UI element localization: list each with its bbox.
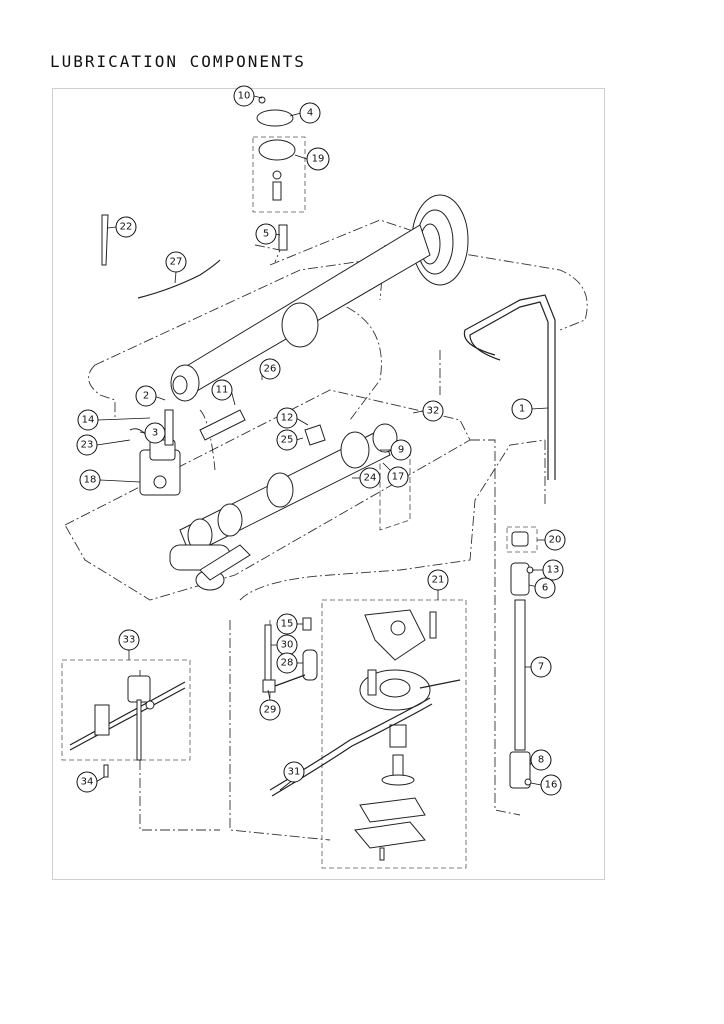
svg-text:1: 1 [519, 404, 525, 415]
upper-shaft-assembly [170, 194, 469, 402]
svg-text:9: 9 [398, 445, 404, 456]
bracket-group [61, 659, 191, 778]
callout-8: 8 [530, 749, 552, 771]
callout-1: 1 [511, 398, 533, 420]
callout-2: 2 [135, 385, 157, 407]
svg-text:25: 25 [281, 435, 294, 446]
svg-text:31: 31 [288, 767, 301, 778]
svg-text:4: 4 [307, 108, 313, 119]
callout-19: 19 [306, 147, 330, 171]
callout-9: 9 [390, 439, 412, 461]
svg-text:19: 19 [312, 154, 325, 165]
callout-32: 32 [422, 400, 444, 422]
callout-28: 28 [276, 652, 298, 674]
svg-text:26: 26 [264, 364, 277, 375]
callout-13: 13 [542, 559, 564, 581]
svg-text:27: 27 [170, 257, 183, 268]
svg-text:3: 3 [152, 428, 158, 439]
svg-text:18: 18 [84, 475, 97, 486]
svg-text:12: 12 [281, 413, 294, 424]
svg-text:16: 16 [545, 780, 558, 791]
callout-3: 3 [144, 422, 166, 444]
oil-pump-group [321, 599, 467, 869]
page-title: LUBRICATION COMPONENTS [50, 52, 306, 71]
svg-text:6: 6 [542, 583, 548, 594]
callout-30: 30 [276, 634, 298, 656]
callout-29: 29 [259, 699, 281, 721]
callout-6: 6 [534, 577, 556, 599]
callout-22: 22 [115, 216, 137, 238]
svg-text:8: 8 [538, 755, 544, 766]
svg-text:10: 10 [238, 91, 251, 102]
svg-text:7: 7 [538, 662, 544, 673]
svg-text:20: 20 [549, 535, 562, 546]
callout-18: 18 [79, 469, 101, 491]
svg-text:5: 5 [263, 229, 269, 240]
callouts: 10 4 19 22 5 27 26 2 11 14 3 23 12 25 32… [76, 85, 566, 796]
callout-24: 24 [359, 467, 381, 489]
svg-text:33: 33 [123, 635, 136, 646]
svg-text:29: 29 [264, 705, 277, 716]
svg-text:13: 13 [547, 565, 560, 576]
lower-shaft-assembly [169, 423, 398, 591]
callout-33: 33 [118, 629, 140, 651]
callout-20: 20 [544, 529, 566, 551]
callout-21: 21 [427, 569, 449, 591]
svg-text:28: 28 [281, 658, 294, 669]
oil-pipe [463, 294, 556, 480]
callout-31: 31 [283, 761, 305, 783]
svg-text:24: 24 [364, 473, 377, 484]
callout-14: 14 [77, 409, 99, 431]
callout-17: 17 [387, 466, 409, 488]
svg-text:34: 34 [81, 777, 94, 788]
callout-7: 7 [530, 656, 552, 678]
svg-text:14: 14 [82, 415, 95, 426]
svg-text:17: 17 [392, 472, 405, 483]
callout-25: 25 [276, 429, 298, 451]
cable-tie-and-wire [101, 214, 221, 299]
callout-10: 10 [233, 85, 255, 107]
svg-text:2: 2 [143, 391, 149, 402]
svg-text:30: 30 [281, 640, 294, 651]
svg-text:11: 11 [216, 385, 229, 396]
callout-26: 26 [259, 358, 281, 380]
callout-15: 15 [276, 613, 298, 635]
callout-11: 11 [211, 379, 233, 401]
diagram-frame [52, 88, 605, 880]
callout-4: 4 [299, 102, 321, 124]
top-oil-cover-group [252, 96, 306, 251]
svg-text:23: 23 [81, 440, 94, 451]
callout-16: 16 [540, 774, 562, 796]
callout-23: 23 [76, 434, 98, 456]
svg-text:21: 21 [432, 575, 445, 586]
svg-text:15: 15 [281, 619, 294, 630]
vertical-shaft-assembly [506, 526, 538, 789]
svg-text:32: 32 [427, 406, 440, 417]
callout-5: 5 [255, 223, 277, 245]
callout-12: 12 [276, 407, 298, 429]
svg-text:22: 22 [120, 222, 133, 233]
callout-27: 27 [165, 251, 187, 273]
callout-34: 34 [76, 771, 98, 793]
